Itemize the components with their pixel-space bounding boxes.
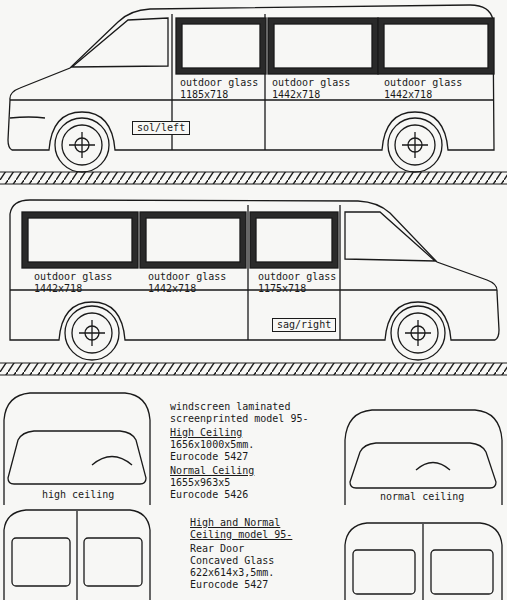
glass-label: windscreen laminated screenprinted model… — [170, 401, 318, 425]
glass-label: Normal Ceiling — [170, 465, 254, 477]
side-text: sag/right — [277, 319, 331, 331]
glass-label: Eurocode 5426 — [170, 489, 248, 501]
glass-label: outdoor glass 1442x718 — [272, 77, 362, 101]
glass-label: outdoor glass 1442x718 — [34, 271, 124, 295]
glass-label: 1656x1000x5mm. — [170, 439, 254, 451]
side-text: sol/left — [137, 122, 185, 134]
glass-label: High Ceiling — [170, 427, 242, 439]
view-caption: normal ceiling — [378, 491, 466, 503]
glass-label: 1655x963x5 — [170, 477, 230, 489]
glass-label: outdoor glass 1442x718 — [384, 77, 474, 101]
side-tag: sag/right — [272, 318, 336, 332]
glass-label: 622x614x3,5mm. — [190, 567, 274, 579]
glass-label: Eurocode 5427 — [170, 451, 248, 463]
glass-label: High and Normal Ceiling model 95- — [190, 517, 298, 541]
glass-label: Eurocode 5427 — [190, 579, 268, 591]
glass-label: Rear Door — [190, 543, 244, 555]
glass-label: outdoor glass 1175x718 — [258, 271, 340, 295]
glass-label: outdoor glass 1442x718 — [148, 271, 238, 295]
glass-label: Concaved Glass — [190, 555, 274, 567]
side-tag: sol/left — [132, 121, 190, 135]
view-caption: high ceiling — [40, 489, 116, 501]
glass-label: outdoor glass 1185x718 — [180, 77, 270, 101]
